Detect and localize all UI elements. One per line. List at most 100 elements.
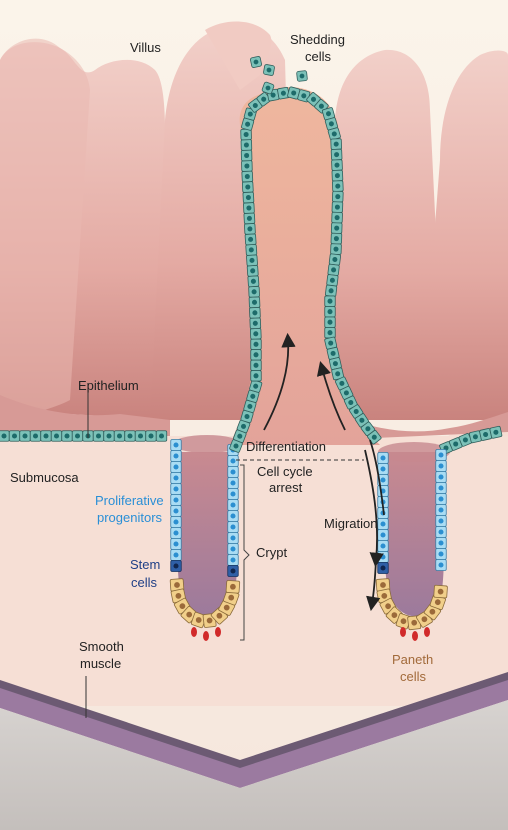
epithelial-cell: [324, 306, 336, 318]
cell-nucleus: [137, 433, 144, 439]
progenitor-cell: [170, 450, 182, 462]
epithelial-cell: [330, 148, 343, 161]
epithelial-cell: [145, 430, 157, 442]
cell-nucleus: [280, 90, 286, 96]
epithelial-cell: [0, 430, 10, 442]
cell-nucleus: [230, 458, 236, 464]
cell-nucleus: [148, 433, 154, 439]
epithelial-cell: [92, 430, 105, 442]
epithelial-cell: [256, 92, 271, 107]
cell-cycle-label-line1: Cell cycle: [257, 464, 313, 479]
cell-nucleus: [339, 380, 345, 386]
villus-label: Villus: [130, 40, 161, 55]
epithelial-cell: [250, 328, 262, 340]
cell-nucleus: [230, 535, 236, 541]
progenitor-cell: [435, 460, 447, 472]
epithelial-cell: [331, 211, 343, 224]
progenitor-cell: [435, 548, 447, 560]
paneth-cell: [375, 578, 391, 592]
cell-nucleus: [173, 541, 179, 547]
progenitor-cell: [170, 439, 182, 451]
cell-nucleus: [332, 361, 338, 367]
migration-arrow-up-stem: [369, 439, 385, 516]
progenitor-cell: [435, 526, 447, 538]
epithelial-cell: [321, 107, 336, 121]
progenitor-cell: [377, 529, 389, 541]
smooth-muscle-label-line1: Smooth: [79, 639, 124, 654]
paneth-cell: [223, 589, 240, 606]
cell-nucleus: [243, 142, 249, 148]
cell-nucleus: [327, 330, 333, 336]
cell-nucleus: [329, 277, 335, 283]
cell-nucleus: [253, 373, 259, 379]
stem-cell: [170, 560, 182, 572]
cell-nucleus: [253, 383, 259, 389]
cell-nucleus: [252, 102, 258, 109]
epithelial-cell: [250, 370, 262, 382]
left-crypt-opening: [173, 435, 241, 453]
progenitor-cell: [435, 493, 447, 505]
cell-nucleus: [253, 331, 259, 337]
cell-nucleus: [244, 413, 250, 420]
cell-nucleus: [32, 433, 39, 439]
cell-nucleus: [74, 433, 81, 439]
cell-nucleus: [353, 408, 359, 415]
cell-nucleus: [175, 593, 182, 599]
cell-nucleus: [438, 474, 444, 480]
progenitor-cell: [377, 485, 389, 497]
epithelial-cell: [71, 430, 84, 442]
epithelial-cell: [155, 430, 168, 442]
paneth-granule: [215, 627, 221, 637]
cell-nucleus: [43, 433, 49, 439]
epithelial-cell: [324, 316, 336, 328]
cell-nucleus: [261, 96, 267, 102]
crypt-label: Crypt: [256, 545, 287, 560]
progenitor-cell: [227, 554, 239, 566]
cell-nucleus: [53, 433, 60, 439]
cell-nucleus: [270, 92, 276, 98]
migration-label: Migration: [324, 516, 377, 531]
differentiation-label: Differentiation: [246, 439, 326, 454]
cell-nucleus: [173, 563, 179, 569]
paneth-cell: [395, 613, 412, 630]
cell-nucleus: [318, 103, 324, 109]
cell-nucleus: [247, 403, 253, 409]
cell-nucleus: [106, 433, 112, 439]
cell-nucleus: [438, 529, 444, 535]
paneth-cell: [169, 578, 185, 592]
epithelial-cell: [327, 263, 340, 276]
shedding-cells-group: [250, 56, 308, 95]
stem-cell: [377, 562, 389, 574]
epithelial-cell: [240, 128, 252, 141]
cell-nucleus: [381, 593, 388, 599]
cell-nucleus: [328, 121, 334, 127]
paneth-granule: [400, 627, 406, 637]
cell-nucleus: [173, 442, 179, 448]
migration-arrow-bottom: [366, 559, 381, 612]
epithelial-cell: [489, 425, 503, 439]
cell-nucleus: [240, 423, 247, 429]
cell-nucleus: [64, 433, 70, 439]
cell-nucleus: [173, 464, 179, 470]
epithelial-cell: [8, 430, 21, 442]
epithelial-cell: [240, 139, 253, 151]
cell-nucleus: [230, 546, 236, 552]
main-villus: [230, 86, 380, 445]
cell-nucleus: [247, 226, 253, 232]
cell-nucleus: [380, 477, 386, 483]
cell-nucleus: [310, 96, 317, 102]
cell-nucleus: [438, 496, 444, 502]
epithelial-cell: [249, 379, 263, 393]
epithelial-cell: [328, 253, 341, 266]
cell-nucleus: [195, 617, 202, 623]
cell-nucleus: [331, 131, 337, 137]
epithelial-cell: [250, 349, 262, 361]
cell-nucleus: [359, 417, 365, 423]
epithelial-cell: [244, 223, 256, 235]
cell-nucleus: [230, 491, 236, 497]
cell-nucleus: [437, 588, 444, 595]
tissue-base: [0, 700, 508, 830]
paneth-granule: [412, 631, 418, 641]
cell-nucleus: [247, 111, 253, 117]
cell-nucleus: [230, 557, 236, 563]
